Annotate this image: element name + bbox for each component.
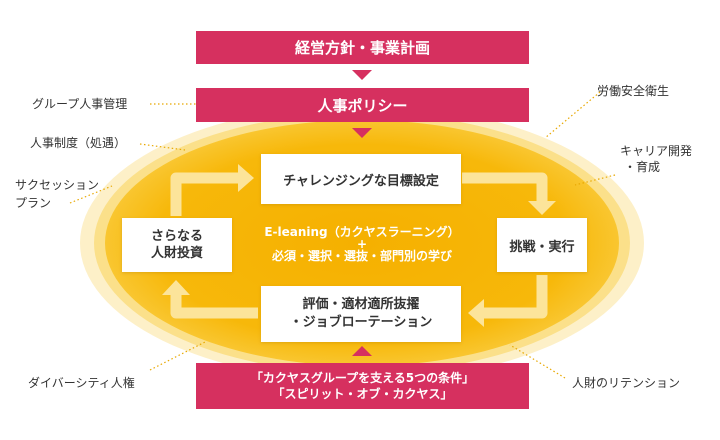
arrowhead-invest-to-goal <box>238 164 254 192</box>
label-group-hr: グループ人事管理 <box>32 97 128 111</box>
label-career-2: ・育成 <box>624 160 661 174</box>
center-plus: + <box>356 237 368 251</box>
bottom-bar-line2: 「スピリット・オブ・カクヤス」 <box>272 387 453 401</box>
leader-retention <box>509 344 566 379</box>
goal-setting-box: チャレンジングな目標設定 <box>261 154 461 204</box>
label-hr-system: 人事制度（処遇） <box>30 136 127 150</box>
evaluation-line2: ・ジョブローテーション <box>289 315 433 330</box>
triangle-down-1 <box>352 70 372 80</box>
arrow-invest-to-goal <box>170 172 240 216</box>
arrow-eval-to-invest <box>170 292 258 319</box>
center-line2: 必須・選択・選抜・部門別の学び <box>271 249 452 263</box>
label-safety: 労働安全衛生 <box>597 84 670 98</box>
investment-line2: 人財投資 <box>150 246 203 261</box>
label-diversity: ダイバーシティ人権 <box>28 376 135 390</box>
label-succession-2: プラン <box>15 196 52 210</box>
center-text: E-leaning（カクヤスラーニング） + 必須・選択・選抜・部門別の学び <box>232 225 492 264</box>
policy-bar: 人事ポリシー <box>196 88 529 122</box>
arrow-goal-to-action <box>462 172 548 203</box>
label-retention: 人財のリテンション <box>572 376 681 390</box>
investment-box: さらなる 人財投資 <box>122 218 232 272</box>
evaluation-line1: 評価・適材適所抜擢 <box>302 297 420 312</box>
evaluation-box: 評価・適材適所抜擢 ・ジョブローテーション <box>261 286 461 342</box>
bottom-bar: 「カクヤスグループを支える5つの条件」 「スピリット・オブ・カクヤス」 <box>196 363 529 409</box>
triangle-down-2 <box>352 128 372 138</box>
arrow-action-to-eval <box>482 275 548 319</box>
investment-line1: さらなる <box>150 229 203 244</box>
bottom-bar-line1: 「カクヤスグループを支える5つの条件」 <box>250 371 475 385</box>
arrowhead-goal-to-action <box>528 201 556 215</box>
leader-career <box>574 174 616 186</box>
arrowhead-action-to-eval <box>468 299 484 327</box>
leader-safety <box>544 91 601 139</box>
center-line1: E-leaning（カクヤスラーニング） <box>264 225 460 239</box>
triangle-up <box>352 346 372 356</box>
label-succession-1: サクセッション <box>15 178 100 192</box>
label-career-1: キャリア開発 <box>620 144 693 158</box>
top-bar: 経営方針・事業計画 <box>196 31 529 64</box>
arrowhead-eval-to-invest <box>162 280 190 295</box>
action-box: 挑戦・実行 <box>497 218 587 272</box>
